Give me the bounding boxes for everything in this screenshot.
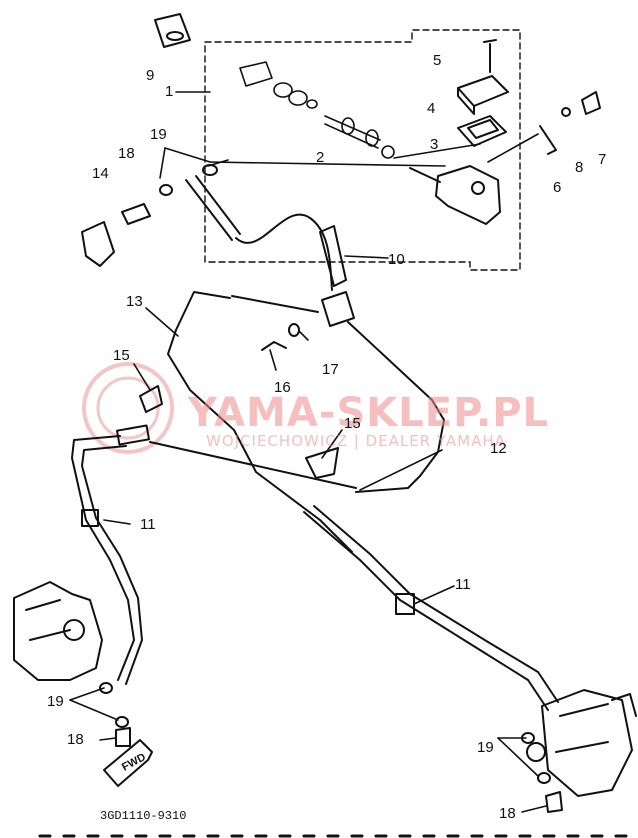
union-bolt-upper <box>121 164 218 225</box>
callout-13: 13 <box>126 293 143 310</box>
reservoir-cover-part <box>457 39 509 115</box>
callout-11-left: 11 <box>140 516 156 533</box>
callout-19-upper: 19 <box>150 126 167 143</box>
callout-19-left: 19 <box>47 693 64 710</box>
callout-18-right: 18 <box>499 805 516 822</box>
callout-3: 3 <box>430 136 439 153</box>
callout-6: 6 <box>553 179 562 196</box>
callout-19-right: 19 <box>477 739 494 756</box>
callout-18-left: 18 <box>67 731 84 748</box>
brake-hose-right <box>303 505 559 711</box>
callout-5: 5 <box>433 52 442 69</box>
brake-hose-left <box>71 424 150 685</box>
callout-2: 2 <box>316 149 325 166</box>
watermark-subtitle: WOJCIECHOWICZ | DEALER YAMAHA <box>206 432 506 450</box>
callout-14: 14 <box>92 165 109 182</box>
hose-clip-right <box>305 447 339 479</box>
hose-clip-left <box>139 385 163 413</box>
callout-1: 1 <box>165 83 174 100</box>
diaphragm-part <box>457 115 507 147</box>
callout-15-left: 15 <box>113 347 130 364</box>
caliper-right <box>526 689 637 797</box>
reservoir-cap-part <box>154 13 191 48</box>
master-cylinder-body <box>409 91 601 225</box>
watermark-title: YAMA-SKLEP.PL <box>188 390 550 436</box>
forward-arrow-icon <box>103 739 153 787</box>
caliper-left <box>13 581 103 681</box>
diagram-part-number: 3GD1110-9310 <box>100 809 187 823</box>
callout-7: 7 <box>598 151 607 168</box>
callout-10: 10 <box>388 251 405 268</box>
master-cylinder-group-box <box>204 29 521 271</box>
boot-cover-part <box>81 221 115 267</box>
callout-15-right: 15 <box>344 415 361 432</box>
callout-4: 4 <box>427 100 436 117</box>
callout-12: 12 <box>490 440 507 457</box>
callout-17: 17 <box>322 361 339 378</box>
master-hose <box>185 175 347 291</box>
callout-18-upper: 18 <box>118 145 135 162</box>
union-bolt-left-lower <box>99 682 131 747</box>
watermark-logo <box>82 362 174 454</box>
brake-joint-block <box>261 291 355 351</box>
callout-16: 16 <box>274 379 291 396</box>
callout-11-right: 11 <box>455 576 471 593</box>
callout-8: 8 <box>575 159 584 176</box>
callout-9: 9 <box>146 67 155 84</box>
piston-kit-part <box>239 61 395 159</box>
